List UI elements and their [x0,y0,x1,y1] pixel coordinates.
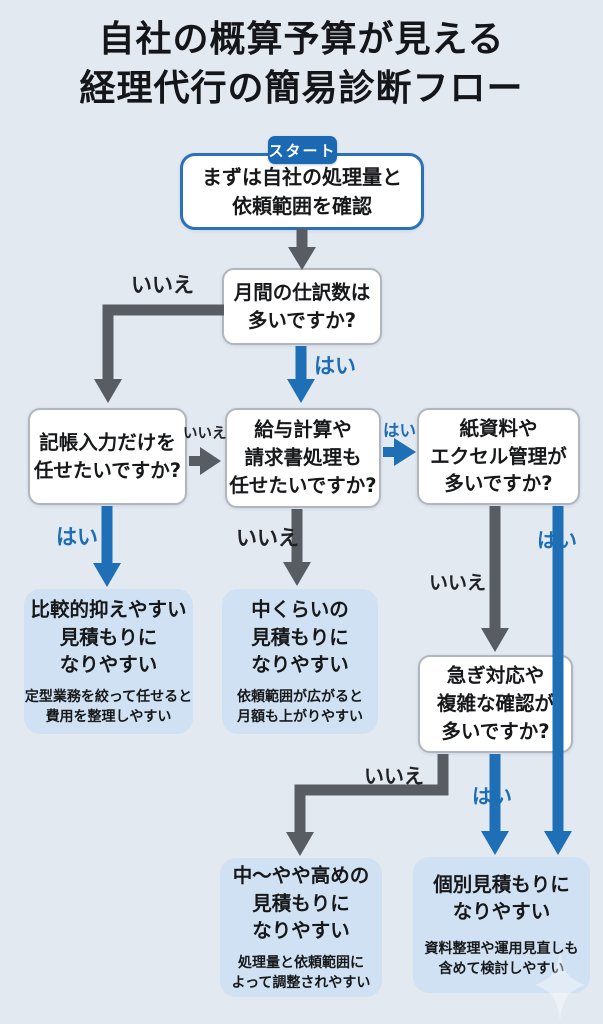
node-question-paper-excel-text: 紙資料や エクセル管理が 多いですか? [430,416,567,496]
edge-label-journal-yes: はい [314,354,356,378]
arrow-bookkeeping-no-to-payroll [189,447,221,475]
node-result-custom-estimate-subtext: 資料整理や運用見直しも 含めて検討しやすい [424,941,579,977]
node-result-mid-high-estimate: 中〜やや高めの 見積もりに なりやすい 処理量と依頼範囲に よって調整されやすい [220,858,382,997]
page-title-line1: 自社の概算予算が見える [98,19,505,60]
node-start: まずは自社の処理量と 依頼範囲を確認 [180,153,424,230]
page-title-line2: 経理代行の簡易診断フロー [79,67,524,109]
node-question-urgent-complex: 急ぎ対応や 複雑な確認が 多いですか? [418,655,573,753]
node-result-custom-estimate: 個別見積もりに なりやすい 資料整理や運用見直しも 含めて検討しやすい [413,857,590,993]
edge-label-bookkeeping-no: いいえ [183,426,227,442]
arrow-payroll-yes-to-paper [383,438,416,466]
node-question-urgent-complex-text: 急ぎ対応や 複雑な確認が 多いですか? [436,664,554,743]
edge-label-urgent-no: いいえ [364,764,424,788]
arrow-journal-no-to-bookkeeping [94,304,224,403]
node-question-paper-excel: 紙資料や エクセル管理が 多いですか? [417,408,580,505]
arrow-journal-yes-to-payroll [287,346,315,403]
node-result-low-estimate-text: 比較的抑えやすい 見積もりに なりやすい [30,597,187,677]
page-title: 自社の概算予算が見える 経理代行の簡易診断フロー [0,16,603,113]
node-result-mid-estimate-text: 中くらいの 見積もりに なりやすい [251,597,349,677]
node-start-text: まずは自社の処理量と 依頼範囲を確認 [202,165,402,218]
node-result-mid-estimate-subtext: 依頼範囲が広がると 月額も上がりやすい [237,688,363,725]
edge-label-journal-no: いいえ [131,273,194,297]
edge-label-paper-no: いいえ [429,572,487,594]
edge-label-urgent-yes: はい [472,784,512,808]
start-badge: スタート [268,136,337,164]
node-result-custom-estimate-text: 個別見積もりに なりやすい [433,872,570,924]
arrow-start-to-journal [288,229,316,270]
edge-label-payroll-yes: はい [383,421,416,440]
node-question-payroll-invoice: 給与計算や 請求書処理も 任せたいですか? [225,408,381,508]
node-question-payroll-invoice-text: 給与計算や 請求書処理も 任せたいですか? [229,418,377,497]
node-result-mid-high-estimate-text: 中〜やや高めの 見積もりに なりやすい [232,863,370,943]
node-question-journal-volume: 月間の仕訳数は 多いですか? [222,268,382,345]
node-question-bookkeeping-only: 記帳入力だけを 任せたいですか? [28,408,187,505]
node-question-journal-volume-text: 月間の仕訳数は 多いですか? [233,280,371,332]
edge-label-paper-yes: はい [537,528,577,552]
node-result-mid-estimate: 中くらいの 見積もりに なりやすい 依頼範囲が広がると 月額も上がりやすい [222,589,378,734]
edge-label-payroll-no: いいえ [236,526,299,550]
node-result-low-estimate: 比較的抑えやすい 見積もりに なりやすい 定型業務を絞って任せると 費用を整理し… [24,589,193,734]
edge-label-bookkeeping-yes: はい [56,525,98,549]
node-result-low-estimate-subtext: 定型業務を絞って任せると 費用を整理しやすい [24,688,193,725]
node-result-mid-high-estimate-subtext: 処理量と依頼範囲に よって調整されやすい [231,954,371,991]
node-question-bookkeeping-only-text: 記帳入力だけを 任せたいですか? [33,430,182,482]
